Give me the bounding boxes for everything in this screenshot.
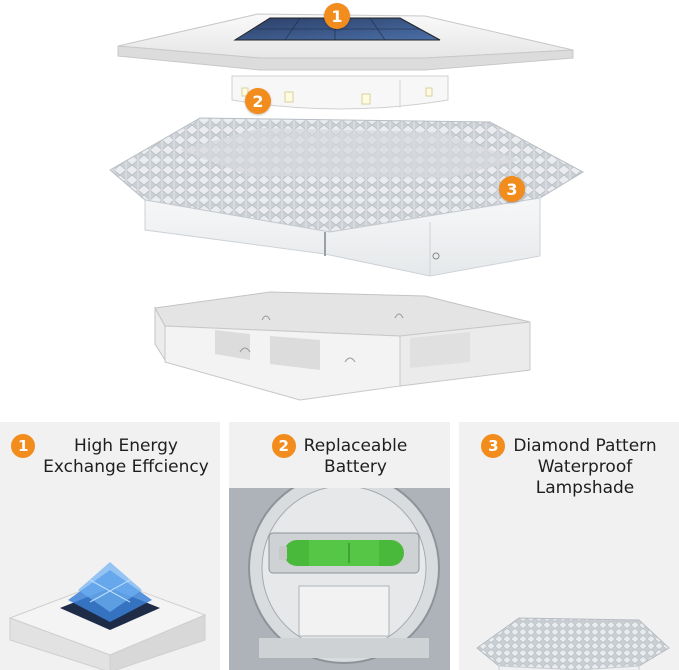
feature-header: 1 High Energy Exchange Effciency (0, 422, 220, 488)
solar-cap-top (117, 13, 574, 71)
feature-panel-energy: 1 High Energy Exchange Effciency (0, 422, 220, 670)
badge-lampshade: 3 (499, 176, 525, 202)
diamond-lampshade (109, 117, 585, 277)
badge-battery: 2 (245, 88, 271, 114)
feature-title-line: Replaceable (303, 436, 408, 456)
feature-title: Diamond Pattern Waterproof Lampshade (513, 436, 656, 499)
feature-header: 2 Replaceable Battery (229, 422, 450, 488)
solar-cap-closeup (8, 562, 207, 670)
feature-panel-lampshade: 3 Diamond Pattern Waterproof Lampshade (459, 422, 679, 670)
feature-title-line: Lampshade (535, 478, 635, 498)
feature-title-line: Battery (324, 457, 387, 477)
feature-title-line: Waterproof (537, 457, 633, 477)
feature-header: 3 Diamond Pattern Waterproof Lampshade (459, 422, 679, 502)
battery-compartment-photo (229, 488, 450, 670)
feature-number-badge: 1 (11, 434, 36, 458)
base-frame (154, 291, 531, 401)
exploded-product-view: 1 2 3 (109, 3, 585, 401)
feature-number-badge: 2 (271, 434, 296, 458)
lampshade-closeup (476, 617, 670, 670)
feature-title: Replaceable Battery (304, 436, 408, 478)
feature-panel-battery: 2 Replaceable Battery (229, 422, 450, 670)
exploded-diagram (109, 13, 585, 401)
badge-solar-panel: 1 (324, 3, 350, 29)
feature-title-line: High Energy (73, 436, 178, 456)
feature-number-badge: 3 (481, 434, 506, 458)
feature-title-line: Exchange Effciency (43, 457, 209, 477)
feature-title: High Energy Exchange Effciency (43, 436, 209, 478)
feature-title-line: Diamond Pattern (513, 436, 657, 456)
